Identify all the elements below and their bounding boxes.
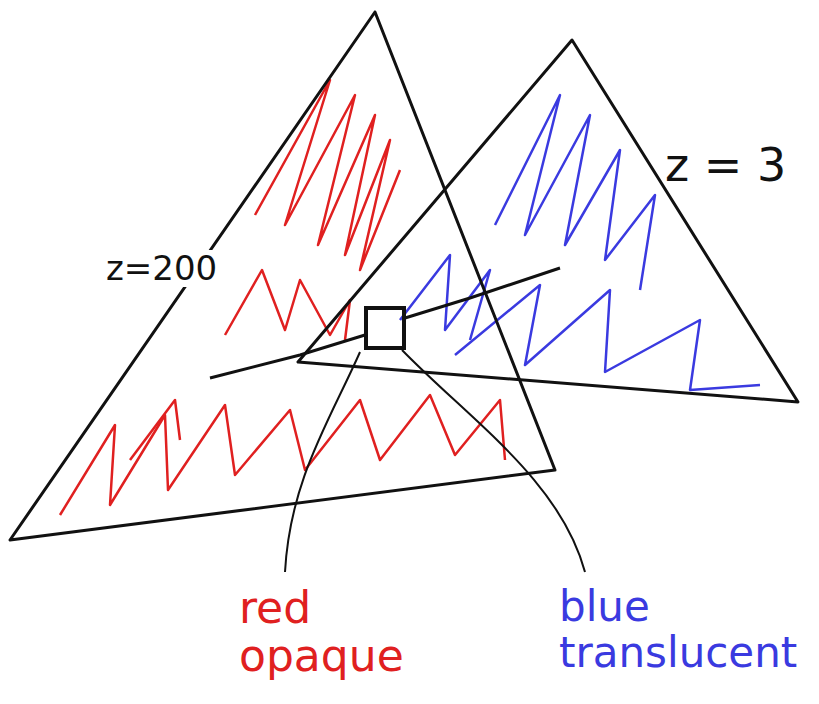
material-note: blue translucent [556,584,800,676]
depth-label: z = 3 [662,140,789,191]
triangle-outline [10,12,798,540]
scan-line [210,268,560,378]
material-note: red opaque [236,584,407,681]
pixel-square [366,308,404,348]
leader-line [285,352,360,572]
depth-label: z=200 [103,250,220,287]
leader-line [402,350,585,572]
